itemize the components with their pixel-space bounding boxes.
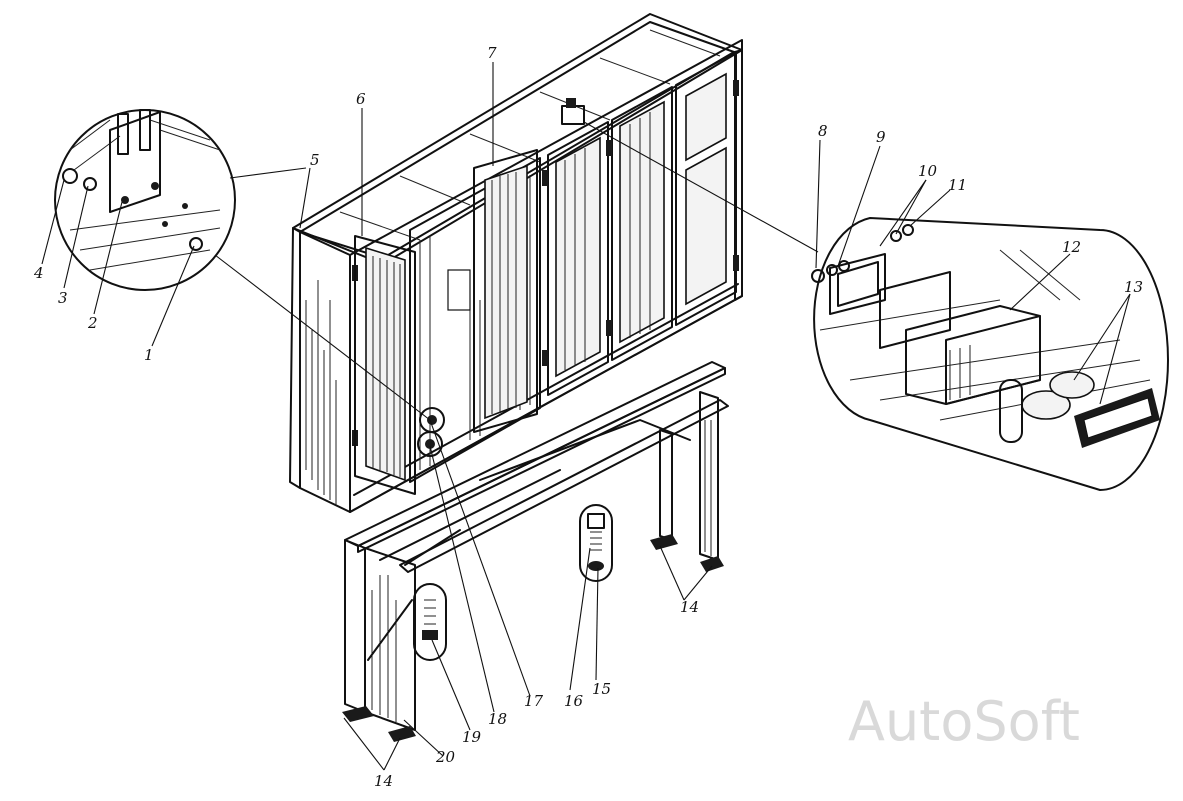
label-7: 7 xyxy=(487,44,497,62)
label-18: 18 xyxy=(488,710,507,728)
label-6: 6 xyxy=(356,90,366,108)
label-4: 4 xyxy=(33,264,44,282)
label-10: 10 xyxy=(918,162,938,180)
label-16: 16 xyxy=(564,692,584,710)
label-12: 12 xyxy=(1062,238,1081,256)
label-8: 8 xyxy=(818,122,828,140)
label-1: 1 xyxy=(144,346,154,364)
label-19: 19 xyxy=(462,728,482,746)
leader-lines xyxy=(41,62,1131,771)
label-14-right: 14 xyxy=(680,598,699,616)
stand-frame xyxy=(342,361,729,742)
fastener-17-18 xyxy=(417,407,445,457)
label-13: 13 xyxy=(1124,278,1143,296)
label-15: 15 xyxy=(592,680,611,698)
detail-circle-left xyxy=(54,109,236,291)
connector-line-left xyxy=(214,254,431,421)
label-11: 11 xyxy=(948,176,967,194)
cabinet xyxy=(289,13,743,513)
label-9: 9 xyxy=(876,128,886,146)
door-6 xyxy=(354,235,416,495)
watermark: AutoSoft xyxy=(848,690,1080,753)
label-17: 17 xyxy=(524,692,544,710)
label-14-left: 14 xyxy=(374,772,393,790)
bolt-insert-19 xyxy=(413,583,447,661)
bolt-insert-15-16 xyxy=(579,504,613,582)
label-5: 5 xyxy=(310,151,320,169)
label-2: 2 xyxy=(87,314,98,332)
connector-line-right xyxy=(583,121,819,253)
detail-capsule-right xyxy=(811,217,1169,491)
label-3: 3 xyxy=(58,289,68,307)
label-20: 20 xyxy=(435,748,456,766)
door-7 xyxy=(473,149,538,433)
